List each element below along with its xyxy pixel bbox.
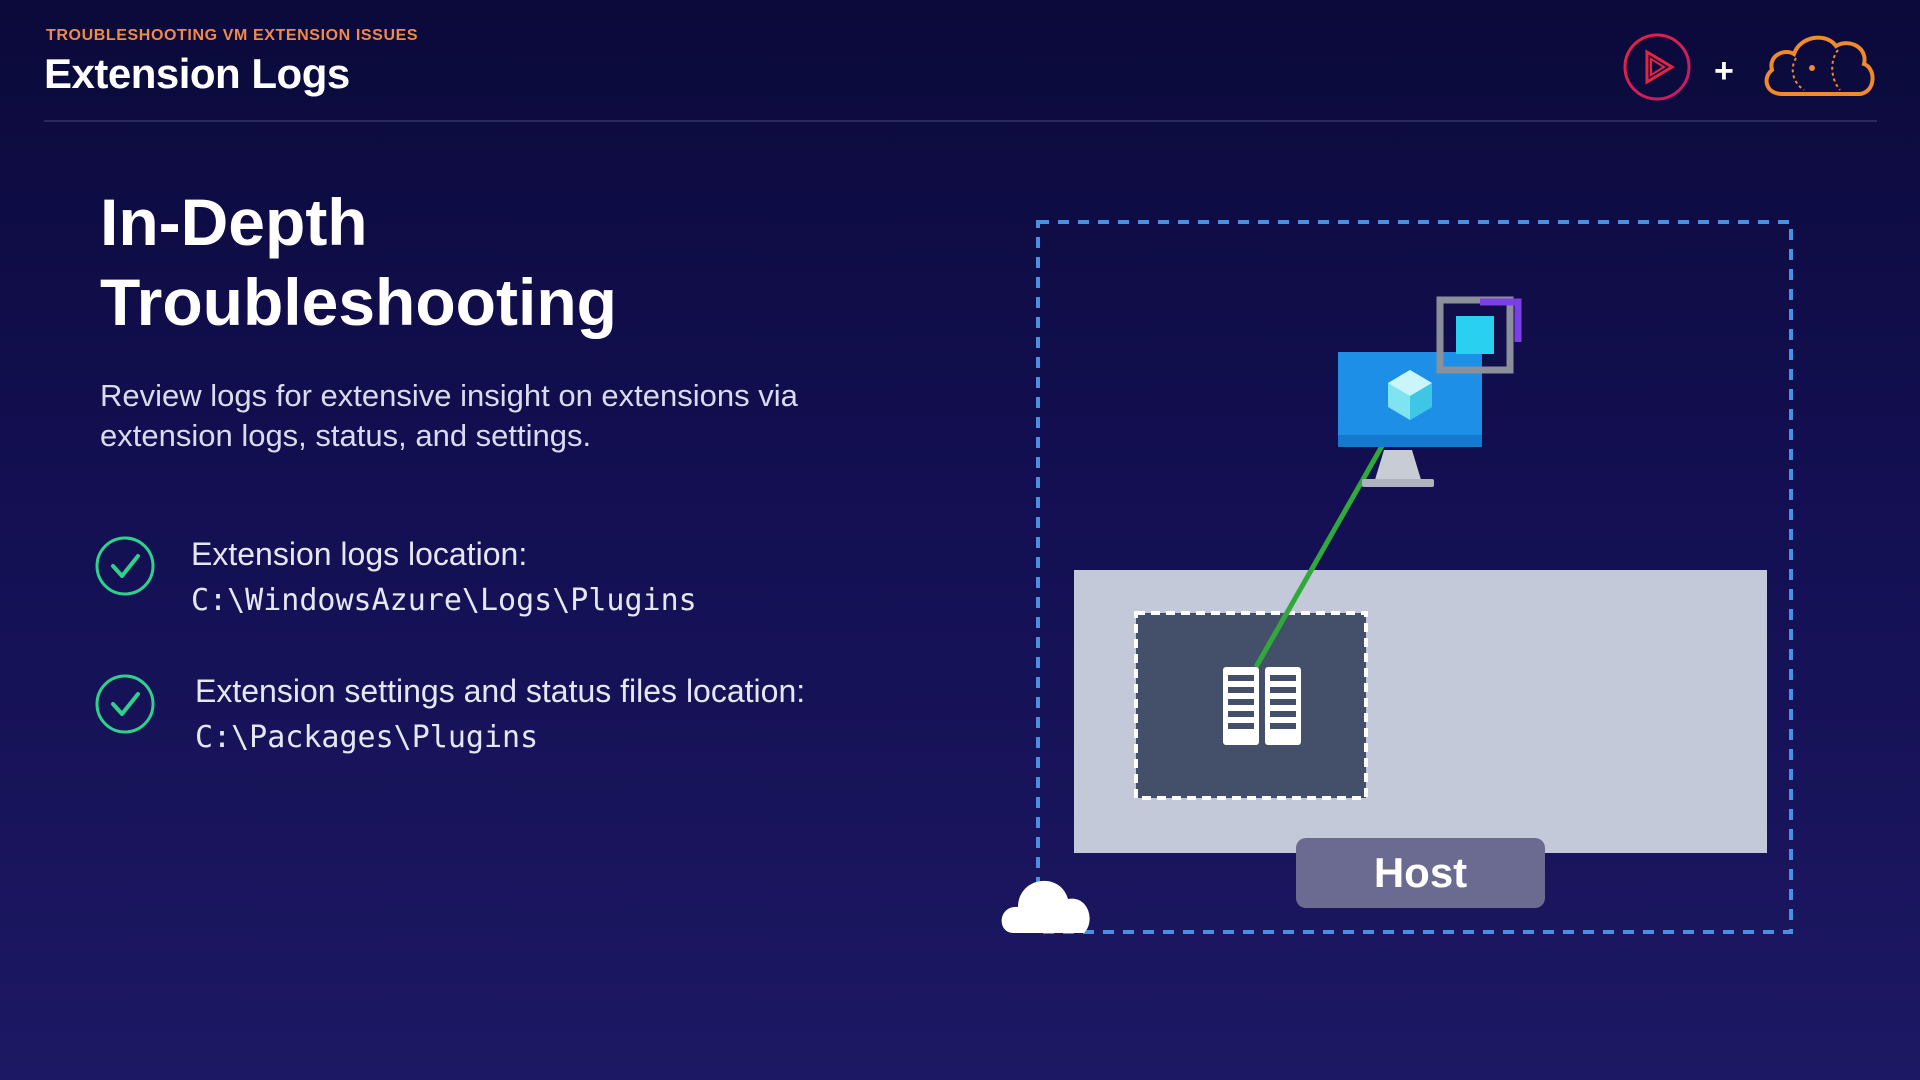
- headline-line-1: In-Depth: [100, 185, 368, 259]
- cloud-logo-icon: [1764, 35, 1875, 96]
- intro-text: Review logs for extensive insight on ext…: [100, 376, 880, 456]
- host-label: Host: [1296, 838, 1545, 908]
- plus-icon: +: [1714, 52, 1734, 90]
- headline-line-2: Troubleshooting: [100, 265, 617, 339]
- extension-icon: [1436, 296, 1522, 374]
- section-kicker: TROUBLESHOOTING VM EXTENSION ISSUES: [46, 27, 419, 44]
- cloud-icon: [1001, 880, 1090, 933]
- header-divider: [44, 120, 1877, 122]
- connection-line: [1253, 423, 1397, 669]
- architecture-diagram: [1001, 220, 1793, 934]
- headline: In-Depth Troubleshooting: [100, 182, 800, 342]
- check-icon: [95, 536, 155, 596]
- bullet-1-path: C:\WindowsAzure\Logs\Plugins: [191, 583, 697, 618]
- slide-title: Extension Logs: [44, 50, 350, 97]
- bullet-1-label: Extension logs location:: [191, 536, 528, 572]
- cloud-boundary: [1036, 220, 1793, 934]
- server-rack-icon: [1223, 667, 1301, 745]
- play-logo-icon: [1623, 33, 1691, 101]
- intro-line-1: Review logs for extensive insight on ext…: [100, 378, 798, 413]
- intro-line-2: extension logs, status, and settings.: [100, 418, 592, 453]
- check-icon: [95, 674, 155, 734]
- bullet-2-label: Extension settings and status files loca…: [195, 673, 806, 709]
- bullet-2-path: C:\Packages\Plugins: [195, 720, 539, 755]
